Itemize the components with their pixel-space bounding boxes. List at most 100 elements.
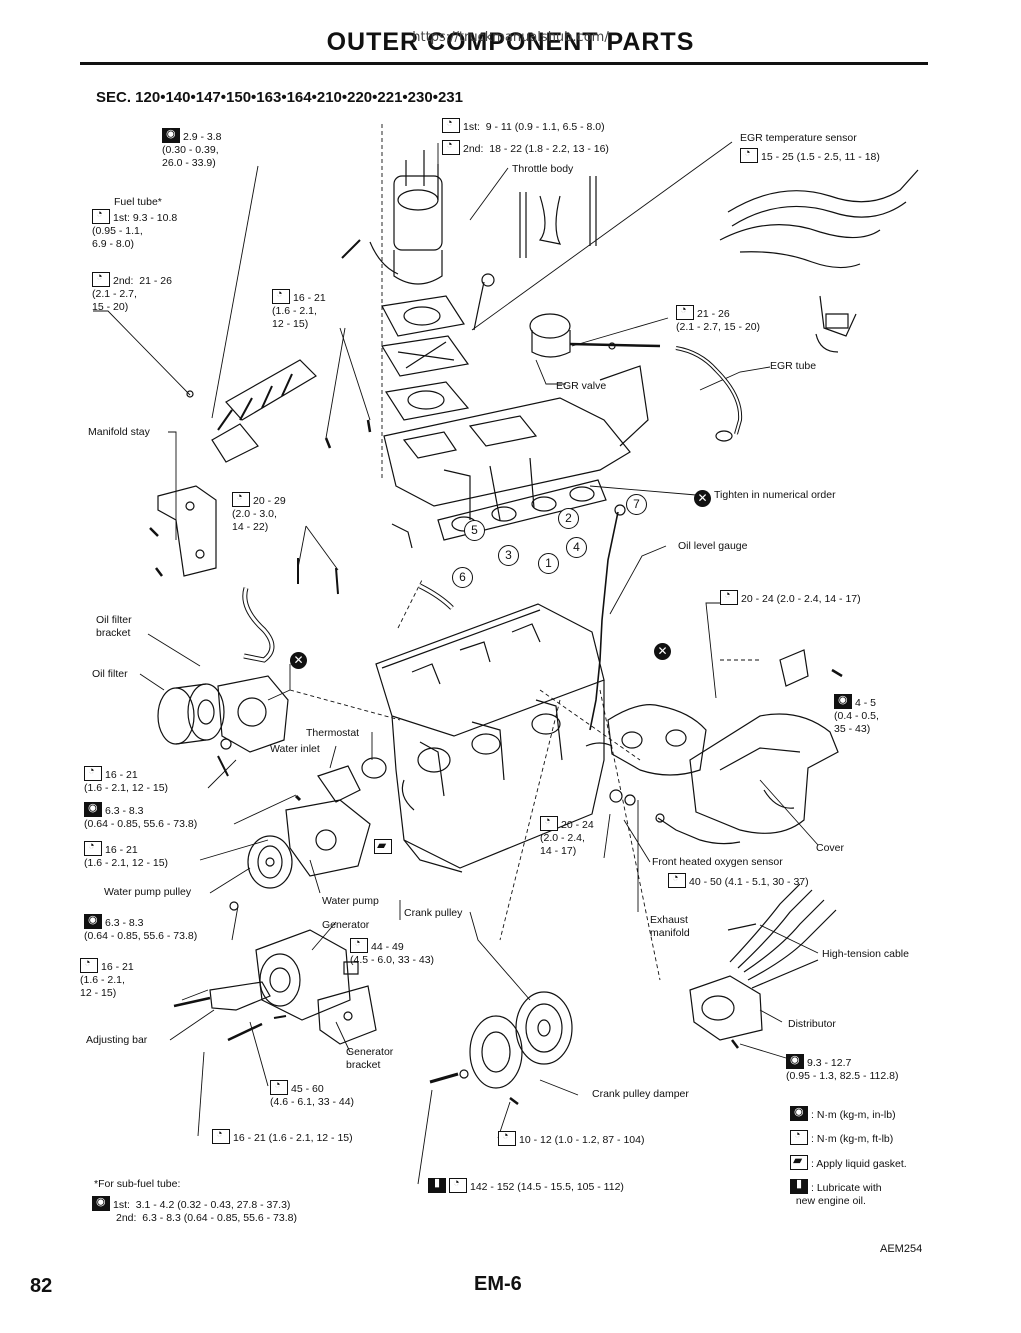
label-manifold-stay: Manifold stay — [88, 426, 150, 438]
label-egr-tube: EGR tube — [770, 360, 817, 372]
oil-level-gauge-part — [590, 505, 625, 730]
nm-ftlb-icon — [740, 147, 758, 163]
callout-distributor-torque: 9.3 - 12.7 (0.95 - 1.3, 82.5 - 112.8) — [786, 1054, 898, 1083]
nm-inlb-icon — [786, 1054, 804, 1069]
order-number-6: 6 — [452, 567, 473, 588]
nm-ftlb-icon — [449, 1177, 467, 1193]
egr-tube — [676, 348, 740, 441]
label-egr-valve: EGR valve — [556, 380, 607, 392]
callout-pulley-bolt-torque: 6.3 - 8.3 (0.64 - 0.85, 55.6 - 73.8) — [84, 914, 197, 943]
nm-inlb-icon — [834, 694, 852, 709]
nm-ftlb-icon — [92, 271, 110, 287]
legend-nm-inlb: : N·m (kg-m, in-lb) — [790, 1106, 896, 1122]
order-number-7: 7 — [626, 494, 647, 515]
throttle-body — [342, 150, 442, 284]
callout-generator-adjust-bolt-torque: 16 - 21 (1.6 - 2.1, 12 - 15) — [80, 957, 134, 1000]
air-tubes — [474, 176, 596, 330]
leader-lines — [93, 124, 818, 1184]
manifold-gasket — [438, 480, 606, 540]
label-high-tension-cable: High-tension cable — [822, 948, 909, 960]
water-pump-pulley-part — [230, 836, 292, 910]
tighten-order-icon: ✕ — [290, 652, 307, 669]
tighten-order-icon: ✕ — [694, 490, 711, 507]
callout-water-inlet-bolt-torque: 16 - 21 (1.6 - 2.1, 12 - 15) — [84, 765, 168, 795]
callout-sub-fuel-2nd: 2nd: 6.3 - 8.3 (0.64 - 0.85, 55.6 - 73.8… — [116, 1212, 297, 1224]
crank-pulley-part — [516, 992, 572, 1064]
watermark-url[interactable]: https://truckmanualshub.com/ — [412, 30, 609, 45]
order-number-3: 3 — [498, 545, 519, 566]
intake-manifold — [384, 366, 648, 548]
tighten-order-icon: ✕ — [654, 643, 671, 660]
callout-egr-temp-torque: 15 - 25 (1.5 - 2.5, 11 - 18) — [740, 147, 880, 164]
adjusting-bar-part — [174, 982, 286, 1040]
label-oil-filter-bracket: Oil filter bracket — [96, 614, 132, 639]
nm-ftlb-icon — [80, 957, 98, 973]
high-tension-cable-part — [728, 884, 836, 988]
callout-sub-fuel-1st: 1st: 3.1 - 4.2 (0.32 - 0.43, 27.8 - 37.3… — [92, 1196, 290, 1212]
order-number-4: 4 — [566, 537, 587, 558]
page-number: 82 — [30, 1275, 53, 1297]
label-front-heated-oxygen-sensor: Front heated oxygen sensor — [652, 856, 783, 868]
legend-liquid-gasket: : Apply liquid gasket. — [790, 1154, 907, 1171]
callout-generator-bolt-torque: 44 - 49 (4.5 - 6.0, 33 - 43) — [350, 937, 434, 967]
callout-intake-bolt-torque: 16 - 21 (1.6 - 2.1, 12 - 15) — [272, 288, 326, 331]
order-number-1: 1 — [538, 553, 559, 574]
callout-heat-cover-bolt-torque: 4 - 5 (0.4 - 0.5, 35 - 43) — [834, 694, 879, 736]
nm-ftlb-icon — [212, 1128, 230, 1144]
nm-inlb-icon — [790, 1106, 808, 1121]
oxygen-sensor — [656, 814, 740, 844]
tighten-order-marker-bracket: ✕ — [290, 647, 310, 669]
liquid-gasket-icon — [374, 838, 392, 854]
callout-top-bolt-torque: 2.9 - 3.8 (0.30 - 0.39, 26.0 - 33.9) — [162, 128, 222, 170]
note-tighten-order: ✕Tighten in numerical order — [694, 489, 836, 507]
label-exhaust-manifold: Exhaust manifold — [650, 914, 690, 939]
callout-crank-bolt-torque: 142 - 152 (14.5 - 15.5, 105 - 112) — [428, 1177, 624, 1194]
callout-egr-valve-torque: 21 - 26 (2.1 - 2.7, 15 - 20) — [676, 304, 760, 334]
label-water-pump: Water pump — [322, 895, 379, 907]
nm-ftlb-icon — [442, 117, 460, 133]
label-crank-pulley: Crank pulley — [404, 907, 463, 919]
callout-damper-bolt-torque: 10 - 12 (1.0 - 1.2, 87 - 104) — [498, 1130, 645, 1147]
label-generator: Generator — [322, 919, 370, 931]
section-references: SEC. 120•140•147•150•163•164•210•220•221… — [96, 89, 463, 106]
lubricate-oil-icon — [428, 1177, 446, 1193]
nm-ftlb-icon — [676, 304, 694, 320]
callout-fuel-tube-1st: 1st: 9.3 - 10.8 (0.95 - 1.1, 6.9 - 8.0) — [92, 208, 177, 251]
nm-ftlb-icon — [790, 1129, 808, 1145]
egr-temperature-sensor-harness — [720, 170, 918, 352]
nm-ftlb-icon — [84, 840, 102, 856]
label-thermostat: Thermostat — [306, 727, 360, 739]
small-hoses — [244, 558, 452, 660]
liquid-gasket-marker — [374, 838, 395, 856]
callout-intake-nut-torque: 20 - 29 (2.0 - 3.0, 14 - 22) — [232, 491, 286, 534]
nm-inlb-icon — [162, 128, 180, 143]
label-generator-bracket: Generator bracket — [346, 1046, 394, 1071]
heat-cover — [690, 650, 842, 833]
title-rule — [80, 62, 928, 65]
label-throttle-body: Throttle body — [512, 163, 574, 175]
label-oil-filter: Oil filter — [92, 668, 128, 680]
order-number-2: 2 — [558, 508, 579, 529]
callout-exhaust-nut-torque: 20 - 24 (2.0 - 2.4, 14 - 17) — [540, 815, 594, 858]
nm-inlb-icon — [92, 1196, 110, 1211]
oil-filter-bracket-part — [218, 676, 288, 776]
nm-ftlb-icon — [498, 1130, 516, 1146]
callout-bracket-bolt-torque: 45 - 60 (4.6 - 6.1, 33 - 44) — [270, 1079, 354, 1109]
callout-throttle-torque-2nd: 2nd: 18 - 22 (1.8 - 2.2, 13 - 16) — [442, 139, 609, 156]
legend-nm-ftlb: : N·m (kg-m, ft-lb) — [790, 1129, 893, 1146]
tighten-order-marker-exhaust: ✕ — [654, 638, 674, 660]
label-water-inlet: Water inlet — [270, 743, 320, 755]
nm-ftlb-icon — [232, 491, 250, 507]
generator-part — [256, 930, 358, 1020]
label-water-pump-pulley: Water pump pulley — [104, 886, 192, 898]
nm-ftlb-icon — [442, 139, 460, 155]
nm-ftlb-icon — [270, 1079, 288, 1095]
label-fuel-tube: Fuel tube* — [114, 196, 162, 208]
nm-ftlb-icon — [540, 815, 558, 831]
nm-ftlb-icon — [668, 872, 686, 888]
egr-valve — [530, 314, 660, 357]
exhaust-manifold-part — [586, 705, 706, 805]
lubricate-oil-icon — [790, 1178, 808, 1194]
label-oil-level-gauge: Oil level gauge — [678, 540, 748, 552]
